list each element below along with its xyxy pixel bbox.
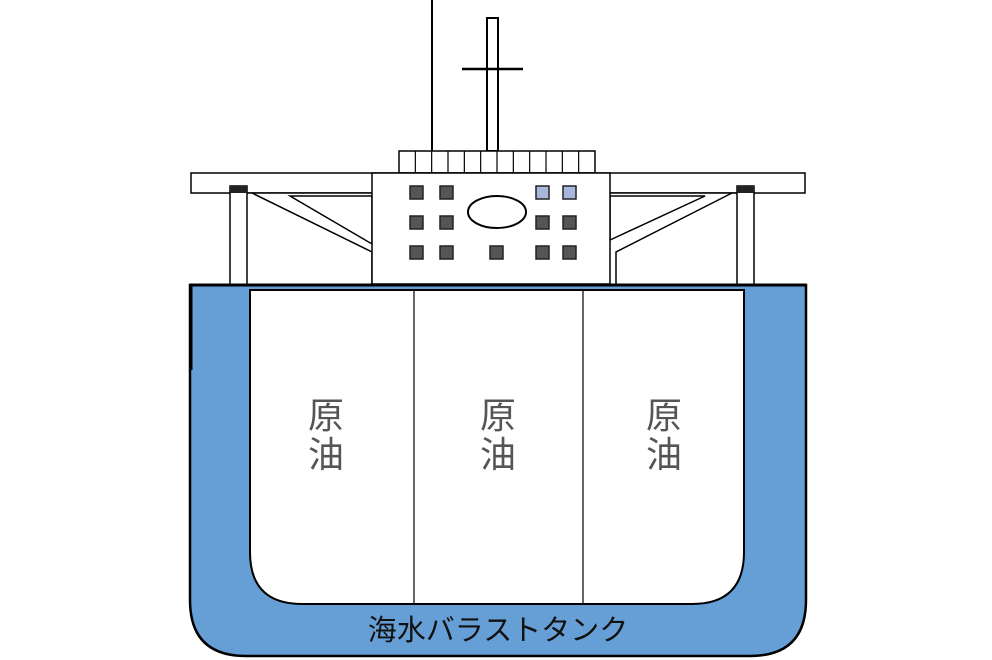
hull <box>188 283 808 658</box>
porthole-window <box>467 195 527 229</box>
ballast-tank-label: 海水バラストタンク <box>368 613 628 647</box>
window-square <box>439 245 454 260</box>
left-support-column <box>229 185 248 287</box>
tank-right-label-line1: 原 <box>646 396 682 437</box>
window-square <box>562 185 577 200</box>
window-square <box>535 215 550 230</box>
window-square <box>409 245 424 260</box>
tank-center-label-line1: 原 <box>480 396 516 437</box>
window-square <box>535 245 550 260</box>
tank-right: 原 油 <box>646 396 682 476</box>
right-support-column <box>736 185 755 287</box>
window-square <box>409 215 424 230</box>
bridge-railing <box>398 150 596 174</box>
window-square <box>489 245 504 260</box>
tank-center: 原 油 <box>480 396 516 476</box>
tank-left-label-line2: 油 <box>308 435 344 476</box>
window-square <box>562 215 577 230</box>
cargo-hold <box>249 289 745 605</box>
tank-center-label-line2: 油 <box>480 435 516 476</box>
mast <box>431 0 523 152</box>
mast-pole <box>486 17 499 152</box>
window-square <box>439 185 454 200</box>
window-square <box>562 245 577 260</box>
railing-posts <box>414 151 580 173</box>
right-column-cap <box>737 186 754 193</box>
tank-left: 原 油 <box>308 396 344 476</box>
window-square <box>535 185 550 200</box>
left-column-cap <box>230 186 247 193</box>
right-brace-line <box>615 192 733 284</box>
tank-right-label-line2: 油 <box>646 435 682 476</box>
tank-left-label-line1: 原 <box>308 396 344 437</box>
window-square <box>439 215 454 230</box>
bridge-windows <box>409 185 577 260</box>
superstructure <box>229 172 755 287</box>
window-square <box>409 185 424 200</box>
tank-labels: 原 油 原 油 原 油 <box>308 396 682 476</box>
